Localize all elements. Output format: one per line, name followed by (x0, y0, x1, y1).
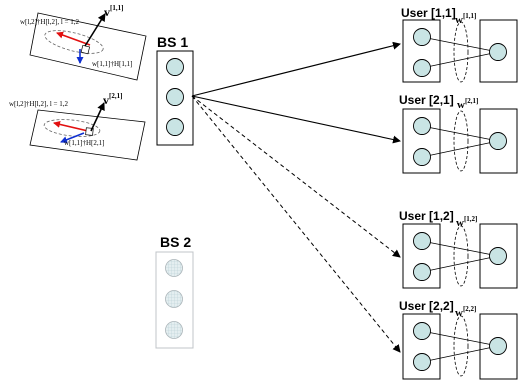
combiner-ellipse (453, 225, 469, 287)
subspace-plane (29, 12, 147, 81)
user-2-2: User [2,2] w[2,2] (399, 299, 518, 380)
solid-link-user-1-1 (191, 41, 401, 97)
rx-antenna (413, 28, 431, 46)
base-station-2: BS 2 (155, 234, 194, 349)
projection-text: w[l,2]†H[l,2], l = 1,2 (20, 18, 79, 26)
dashed-link-user-2-2 (191, 95, 401, 353)
combiner-line (421, 125, 499, 142)
user-2-1: User [2,1] w[2,1] (399, 93, 518, 174)
subspace-plane (29, 109, 146, 161)
receive-beam-label: w[1,1] (455, 12, 476, 26)
receive-beam-label: w[2,2] (455, 305, 476, 319)
output-node (489, 132, 507, 150)
right-angle-mark (80, 44, 91, 55)
rx-antenna (413, 117, 431, 135)
bs-label: BS 1 (157, 34, 188, 50)
projection-ellipse (44, 30, 104, 54)
projection-base-text: w[1,1]†H[2,1] (64, 139, 104, 147)
projection-text: w[l,2]†H[l,2], l = 1,2 (9, 100, 68, 108)
bs1-links (191, 41, 401, 353)
rx-antenna (413, 148, 431, 166)
base-station-1: BS 1 (156, 34, 194, 146)
rx-antenna (413, 59, 431, 77)
projection-ellipse (43, 119, 101, 137)
bs-antenna (166, 88, 184, 106)
bs-antenna (166, 58, 184, 76)
output-node (489, 247, 507, 265)
rx-antenna (413, 353, 431, 371)
combiner-line (421, 240, 499, 257)
user-1-1: User [1,1] w[1,1] (401, 6, 518, 83)
output-node (489, 43, 507, 61)
bs-label: BS 2 (160, 234, 191, 250)
precoder-vector-label: v[2,1] (103, 92, 122, 107)
output-node (489, 337, 507, 355)
precoder-vector-arrow (84, 13, 106, 47)
subspace-inset-1: v[1,1] w[l,2]†H[l,2], l = 1,2 w[1,1]†H[1… (20, 4, 147, 81)
user-1-2: User [1,2] w[1,2] (399, 209, 518, 289)
dashed-link-user-1-2 (191, 95, 401, 258)
bs-antenna (165, 290, 183, 308)
bs-antenna (165, 259, 183, 277)
combiner-line (421, 345, 499, 363)
subspace-inset-2: v[2,1] w[l,2]†H[l,2], l = 1,2 w[1,1]†H[2… (9, 92, 146, 161)
red-projection-arrow (53, 120, 89, 132)
combiner-ellipse (453, 21, 469, 83)
red-projection-arrow (56, 31, 91, 46)
rx-antenna (413, 322, 431, 340)
bs-antenna (166, 118, 184, 136)
combiner-line (421, 330, 499, 347)
projection-base-text: w[1,1]†H[1,1] (92, 60, 132, 68)
combiner-line (421, 140, 499, 158)
combiner-ellipse (453, 315, 469, 377)
solid-link-user-2-1 (191, 95, 401, 144)
precoder-vector-label: v[1,1] (104, 4, 123, 19)
combiner-line (421, 51, 499, 69)
rx-antenna (413, 263, 431, 281)
bs-antenna (165, 321, 183, 339)
user-label: User [2,2] (399, 299, 454, 313)
combiner-ellipse (453, 110, 469, 172)
combiner-line (421, 36, 499, 53)
receive-beam-label: w[1,2] (456, 215, 477, 229)
user-label: User [1,2] (399, 209, 454, 223)
combiner-line (421, 255, 499, 273)
user-label: User [1,1] (401, 6, 456, 20)
receive-beam-label: w[2,1] (457, 97, 478, 111)
blue-projection-arrow (60, 132, 85, 144)
rx-antenna (413, 232, 431, 250)
user-label: User [2,1] (399, 93, 454, 107)
precoder-vector-arrow (90, 102, 105, 132)
